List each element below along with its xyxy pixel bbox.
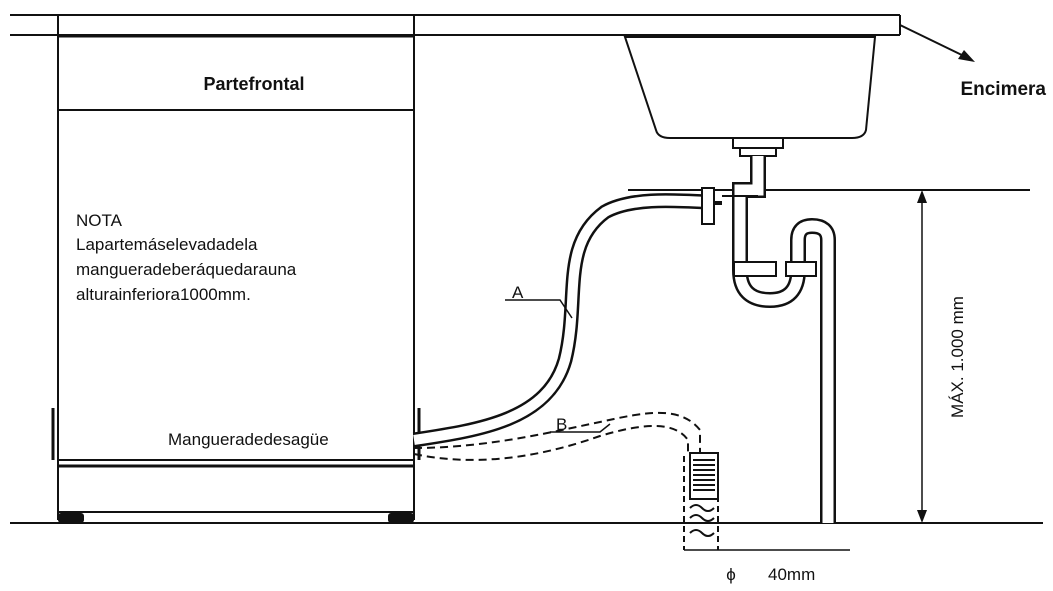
hose-b-leader xyxy=(550,423,611,433)
foot-left xyxy=(58,513,84,523)
countertop xyxy=(10,14,901,36)
dishwasher-feet xyxy=(58,513,414,523)
drain-hose-a xyxy=(412,187,722,448)
hose-end-grip xyxy=(689,452,719,500)
front-label: Partefrontal xyxy=(203,74,304,94)
drain-hose-b xyxy=(413,411,701,461)
countertop-label: Encimera xyxy=(960,79,1046,100)
drain-hose-label: Mangueradedesagüe xyxy=(168,430,329,449)
hose-a-leader xyxy=(505,299,573,319)
note-line-3: alturainferiora1000mm. xyxy=(76,285,251,304)
note-line-1: Lapartemáselevadadela xyxy=(76,235,258,254)
hose-b-label: B xyxy=(556,415,567,434)
note-line-2: mangueradeberáquedarauna xyxy=(76,260,297,279)
max-height-label: MÁX. 1.000 mm xyxy=(948,296,967,418)
dishwasher xyxy=(51,15,421,520)
hose-a-connector xyxy=(701,187,715,225)
diameter-symbol: ϕ xyxy=(726,565,736,584)
countertop-pointer xyxy=(899,24,975,62)
height-dimension xyxy=(917,190,927,523)
sink xyxy=(623,36,877,157)
foot-right xyxy=(388,513,414,523)
note-title: NOTA xyxy=(76,211,123,230)
hose-a-label: A xyxy=(512,283,524,302)
diameter-label: 40mm xyxy=(768,565,815,584)
sink-trap xyxy=(722,156,836,523)
